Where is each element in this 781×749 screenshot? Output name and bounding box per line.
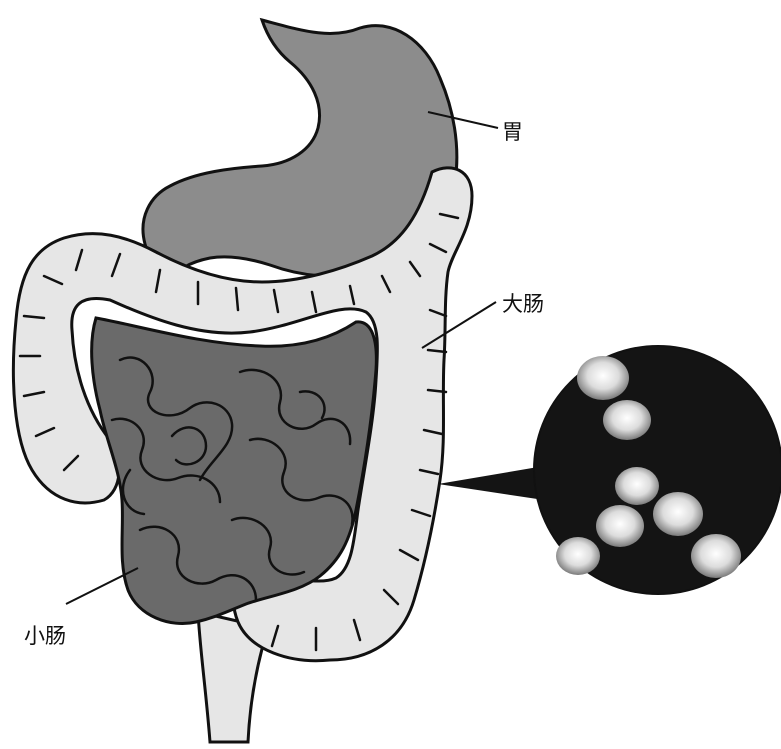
bacterium (603, 400, 651, 440)
magnifier-pointer (438, 466, 544, 500)
bacterium (577, 356, 629, 400)
bacterium (615, 467, 659, 505)
bacterium (556, 537, 600, 575)
bacterium (691, 534, 741, 578)
stomach-label: 胃 (502, 116, 523, 146)
bacterium (596, 505, 644, 547)
small-intestine-label: 小肠 (24, 620, 66, 650)
bacterium (653, 492, 703, 536)
large-intestine-label: 大肠 (502, 288, 544, 318)
